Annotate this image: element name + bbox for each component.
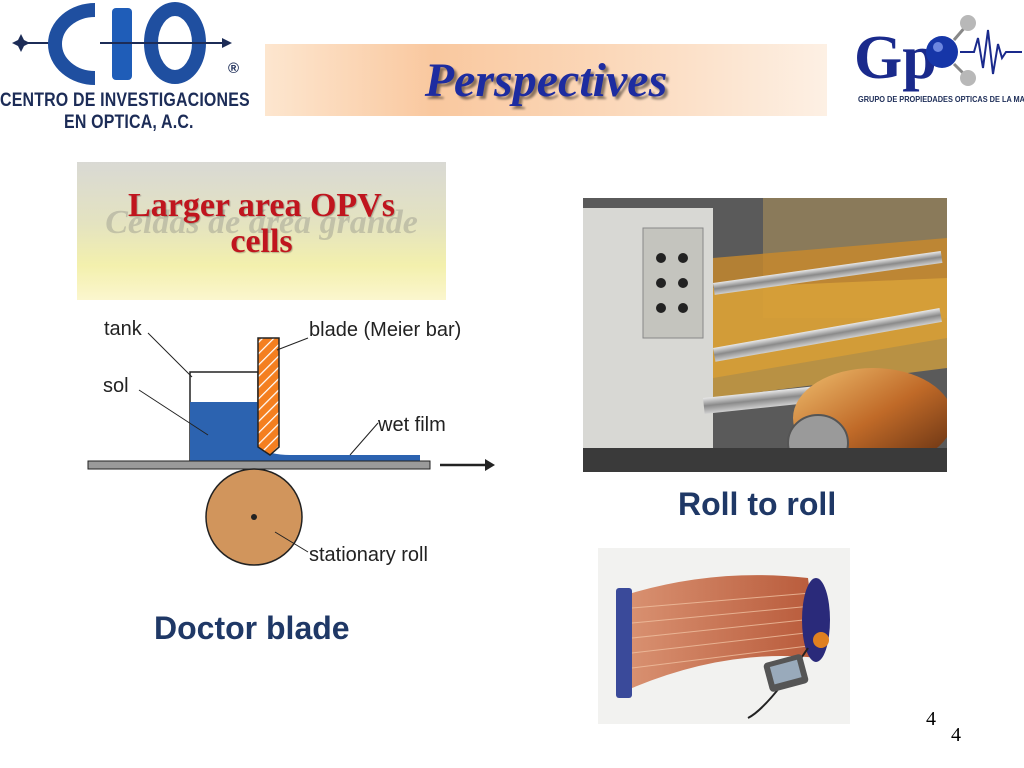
gpom-mark: Gp	[854, 24, 937, 92]
label-wet-film: wet film	[377, 414, 446, 436]
label-blade: blade (Meier bar)	[309, 319, 461, 341]
larger-area-heading-box: Celdas de área grande Larger area OPVs c…	[77, 162, 446, 300]
roll-to-roll-machine-photo	[583, 198, 947, 472]
gpom-caption: GRUPO DE PROPIEDADES OPTICAS DE LA MATER…	[858, 95, 1024, 104]
wet-film	[258, 447, 420, 461]
heading-line1: Larger area OPVs	[128, 187, 395, 224]
sol	[190, 402, 258, 462]
doctor-blade-caption: Doctor blade	[154, 610, 350, 646]
page-number: 4	[926, 708, 936, 730]
larger-area-heading: Larger area OPVs cells	[77, 188, 446, 260]
roll-to-roll-caption: Roll to roll	[678, 486, 837, 522]
substrate	[87, 460, 431, 470]
title-banner: Perspectives	[265, 44, 827, 116]
page-number-duplicate: 4	[951, 724, 961, 746]
registered-mark: ®	[228, 60, 240, 77]
label-stationary-roll: stationary roll	[309, 544, 428, 566]
cio-emblem-icon	[12, 2, 232, 85]
ghost-background-text: Celdas de área grande	[105, 204, 418, 241]
cio-name-line1: CENTRO DE INVESTIGACIONES	[0, 90, 250, 111]
label-sol: sol	[103, 375, 129, 397]
slide-title: Perspectives	[424, 53, 668, 107]
gpom-logo: Gp	[850, 8, 1024, 118]
blade	[257, 337, 280, 456]
gpom-emblem-icon: Gp	[854, 15, 1022, 92]
doctor-blade-diagram: tank sol blade (Meier bar) wet film stat…	[87, 318, 495, 566]
label-tank: tank	[104, 318, 143, 340]
flexible-solar-cell-photo	[598, 548, 850, 724]
cio-logo: ® CENTRO DE INVESTIGACIONES EN OPTICA, A…	[0, 0, 260, 140]
cio-name-line2: EN OPTICA, A.C.	[64, 112, 194, 133]
heading-line2: cells	[230, 223, 293, 260]
